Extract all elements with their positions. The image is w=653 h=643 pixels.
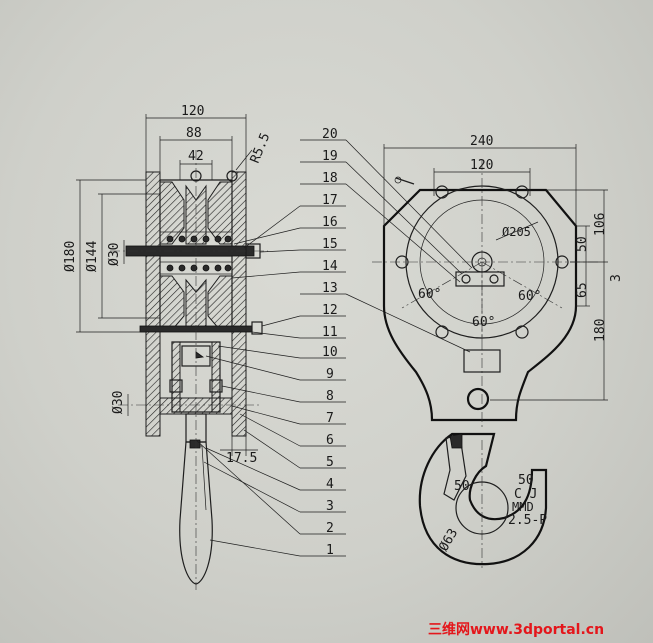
thrust-bearing-left xyxy=(169,379,183,393)
dim-120-left: 120 xyxy=(181,104,204,119)
upper-sheave-web-left xyxy=(159,181,185,245)
part-number-9: 9 xyxy=(326,367,334,382)
dim-d180: Ø180 xyxy=(63,241,78,272)
part-callouts: 20 19 18 17 16 15 14 13 12 11 10 9 8 7 6… xyxy=(195,127,473,558)
lower-bearing-row xyxy=(159,261,233,275)
upper-bearing-row xyxy=(159,231,233,247)
nameplate-model: 2.5-P xyxy=(508,513,547,528)
dim-180-right: 180 xyxy=(593,319,608,342)
dim-50-hook: 50 xyxy=(454,479,470,494)
part-number-17: 17 xyxy=(322,193,338,208)
nameplate-mmd: MMD xyxy=(512,500,534,514)
part-number-6: 6 xyxy=(326,433,334,448)
part-number-16: 16 xyxy=(322,215,338,230)
angle-label-left: 60° xyxy=(418,287,441,302)
dim-240: 240 xyxy=(470,134,493,149)
part-number-15: 15 xyxy=(322,237,338,252)
hook-body-front xyxy=(418,432,548,566)
part-number-12: 12 xyxy=(322,303,338,318)
part-number-13: 13 xyxy=(322,281,338,296)
dim-106: 106 xyxy=(593,213,608,236)
right-dimensions: 240 120 Ø205 106 50 65 180 60° 60° 60° 5… xyxy=(383,134,624,554)
upper-sheave-center xyxy=(185,184,207,245)
dim-r5-5: R5.5 xyxy=(248,131,274,166)
part-number-20: 20 xyxy=(322,127,338,142)
site-watermark: 三维网www.3dportal.cn xyxy=(428,622,605,638)
part-number-2: 2 xyxy=(326,521,334,536)
bolt-holes xyxy=(395,185,569,339)
hook-block-plate xyxy=(382,188,578,422)
upper-sheave-web-right xyxy=(207,181,233,245)
dim-d144: Ø144 xyxy=(85,241,100,272)
part-number-1: 1 xyxy=(326,543,334,558)
part-number-3: 3 xyxy=(326,499,334,514)
part-number-19: 19 xyxy=(322,149,338,164)
side-mark: 3 xyxy=(609,274,624,282)
top-lug xyxy=(395,177,415,185)
left-section-view xyxy=(110,150,268,590)
nameplate-block xyxy=(463,349,501,373)
center-bracket xyxy=(455,271,505,287)
dim-65: 65 xyxy=(575,282,590,298)
part-number-18: 18 xyxy=(322,171,338,186)
left-side-plate xyxy=(145,171,161,437)
hook-pin-hole xyxy=(466,387,490,411)
part-number-14: 14 xyxy=(322,259,338,274)
nameplate-cj: C J xyxy=(514,487,537,502)
part-number-8: 8 xyxy=(326,389,334,404)
part-number-11: 11 xyxy=(322,325,338,340)
dim-50-right: 50 xyxy=(575,236,590,252)
dim-88: 88 xyxy=(186,126,202,141)
part-number-5: 5 xyxy=(326,455,334,470)
right-side-plate xyxy=(231,171,247,437)
part-number-10: 10 xyxy=(322,345,338,360)
angle-label-bottom: 60° xyxy=(472,315,495,330)
angle-label-right: 60° xyxy=(518,289,541,304)
part-number-4: 4 xyxy=(326,477,334,492)
right-front-view xyxy=(372,160,600,568)
dim-120-right: 120 xyxy=(470,158,493,173)
dim-d30-top: Ø30 xyxy=(107,243,122,266)
part-number-7: 7 xyxy=(326,411,334,426)
dim-d30-axle: Ø30 xyxy=(111,391,126,414)
dim-42: 42 xyxy=(188,149,204,164)
dim-17-5: 17.5 xyxy=(226,451,257,466)
nameplate-capacity: 50 xyxy=(518,473,534,488)
